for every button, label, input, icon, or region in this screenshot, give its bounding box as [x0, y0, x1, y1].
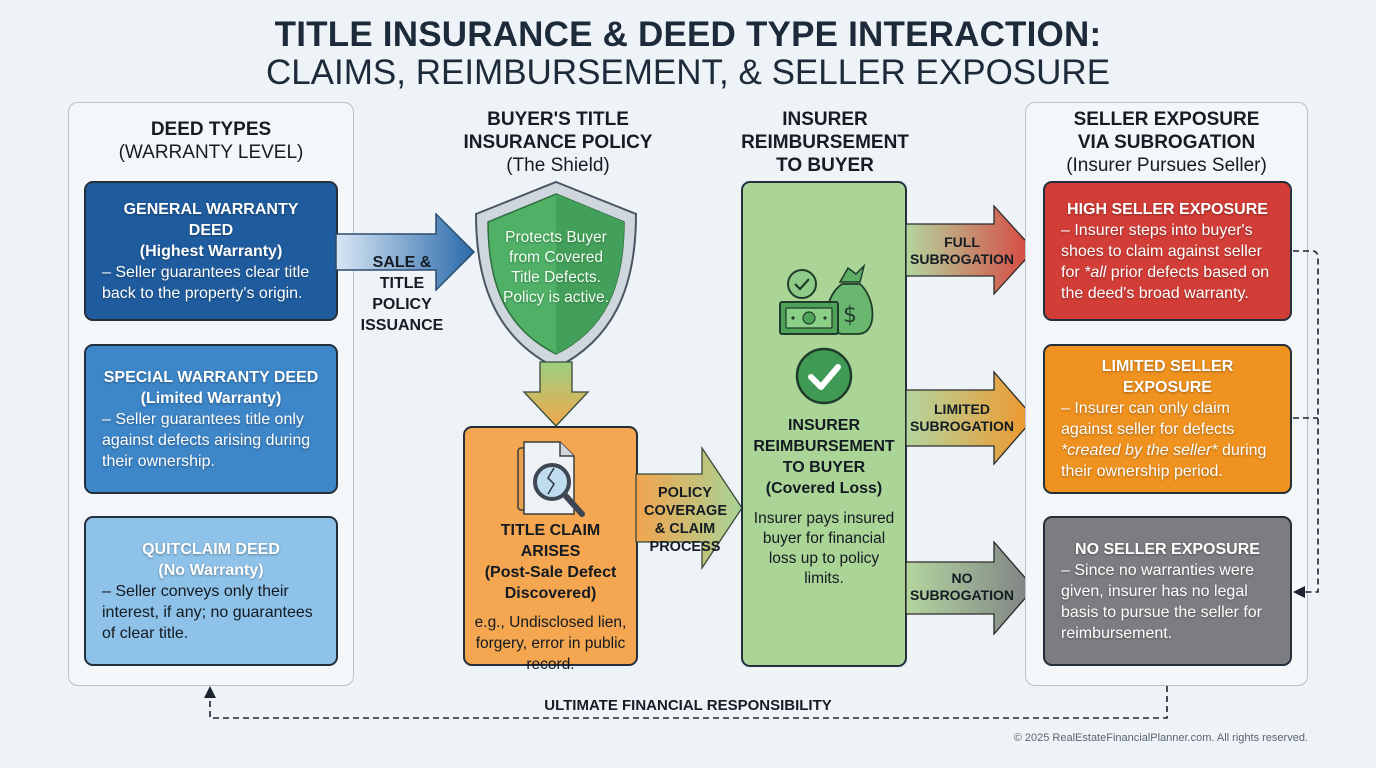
big-check-icon — [795, 347, 853, 405]
special-warranty-card[interactable]: SPECIAL WARRANTY DEED (Limited Warranty)… — [84, 344, 338, 494]
seller-subheading: (Insurer Pursues Seller) — [1066, 155, 1267, 176]
full-subrogation-arrow — [905, 204, 1035, 296]
deed-types-title: DEED TYPES — [150, 119, 272, 140]
down-arrow — [522, 361, 590, 427]
right-dashed-bracket — [1293, 250, 1319, 593]
money-icons: $ — [779, 263, 874, 405]
card-subtitle: (Limited Warranty) — [140, 389, 282, 407]
card-title: SPECIAL WARRANTY DEED — [103, 368, 319, 386]
no-subrogation-label: NO SUBROGATION — [910, 570, 1014, 603]
card-title: LIMITED SELLER EXPOSURE — [1101, 358, 1234, 396]
shield-icon — [474, 180, 638, 370]
subrogation-arrows — [905, 204, 1035, 636]
card-title: NO SELLER EXPOSURE — [1075, 540, 1260, 558]
document-magnifier-icon — [517, 441, 585, 517]
title-line-1: TITLE INSURANCE & DEED TYPE INTERACTION: — [274, 15, 1102, 54]
policy-coverage-arrow — [635, 445, 743, 571]
quitclaim-card[interactable]: QUITCLAIM DEED (No Warranty) – Seller co… — [84, 516, 338, 666]
card-title: QUITCLAIM DEED — [142, 540, 280, 558]
desc-text: during their ownership period. — [1061, 442, 1267, 480]
policy-heading-line1: BUYER'S TITLE — [487, 109, 629, 130]
no-subrogation-arrow — [905, 540, 1035, 636]
policy-subheading: (The Shield) — [506, 155, 610, 176]
reimbursement-description: Insurer pays insured buyer for financial… — [753, 510, 895, 587]
reimbursement-card-title: INSURER REIMBURSEMENT TO BUYER — [753, 417, 895, 476]
claim-title: TITLE CLAIM ARISES — [500, 522, 601, 560]
desc-text: – Since no warranties were given, insure… — [1061, 561, 1262, 642]
title-line-2: CLAIMS, REIMBURSEMENT, & SELLER EXPOSURE — [265, 53, 1111, 92]
policy-heading: BUYER'S TITLE INSURANCE POLICY (The Shie… — [440, 108, 676, 177]
seller-heading-line1: SELLER EXPOSURE — [1073, 109, 1260, 130]
seller-exposure-heading: SELLER EXPOSURE VIA SUBROGATION (Insurer… — [1025, 108, 1308, 177]
limited-subrogation-label: LIMITED SUBROGATION — [910, 401, 1014, 434]
card-title: GENERAL WARRANTY DEED — [123, 200, 299, 239]
down-arrow-shape — [522, 361, 590, 427]
sale-arrow-shape — [335, 212, 476, 292]
desc-emphasis: *all — [1084, 263, 1107, 281]
cash-bill-icon — [779, 301, 839, 335]
full-subrogation-label: FULL SUBROGATION — [910, 234, 1014, 267]
desc-text: – Insurer can only claim against seller … — [1061, 400, 1235, 438]
card-title: HIGH SELLER EXPOSURE — [1067, 200, 1268, 218]
card-description: – Seller guarantees title only against d… — [102, 410, 311, 470]
sale-arrow — [335, 212, 476, 292]
deed-types-subtitle: (WARRANTY LEVEL) — [118, 142, 304, 163]
claim-subtitle: (Post-Sale Defect Discovered) — [484, 564, 617, 602]
card-subtitle: (No Warranty) — [158, 561, 264, 579]
desc-text: prior defects based on the deed's broad … — [1061, 263, 1270, 302]
arrowhead-right — [1293, 586, 1305, 598]
card-description: – Seller guarantees clear title back to … — [102, 263, 310, 302]
copyright-footer: © 2025 RealEstateFinancialPlanner.com. A… — [1013, 732, 1308, 744]
deed-types-heading: DEED TYPES (WARRANTY LEVEL) — [68, 118, 354, 164]
desc-text: – Insurer steps into buyer's shoes to cl… — [1061, 221, 1262, 281]
reimbursement-heading: INSURER REIMBURSEMENT TO BUYER — [741, 109, 909, 176]
limited-exposure-card[interactable]: LIMITED SELLER EXPOSURE – Insurer can on… — [1043, 344, 1292, 494]
shield-text: Protects Buyer from Covered Title Defect… — [503, 229, 609, 306]
reimbursement-card[interactable]: INSURER REIMBURSEMENT TO BUYER (Covered … — [741, 181, 907, 667]
reimbursement-card-subtitle: (Covered Loss) — [765, 480, 883, 497]
general-warranty-card[interactable]: GENERAL WARRANTY DEED (Highest Warranty)… — [84, 181, 338, 321]
bottom-dashed-loop — [209, 686, 1168, 719]
desc-emphasis: *created by the seller* — [1061, 442, 1218, 459]
card-description: – Seller conveys only their interest, if… — [102, 582, 313, 642]
ultimate-responsibility-label: ULTIMATE FINANCIAL RESPONSIBILITY — [544, 697, 832, 714]
check-circle-icon — [787, 269, 817, 299]
policy-coverage-arrow-shape — [635, 445, 743, 571]
policy-coverage-label: POLICY COVERAGE & CLAIM PROCESS — [644, 485, 727, 555]
page-title: TITLE INSURANCE & DEED TYPE INTERACTION:… — [0, 16, 1376, 92]
claim-description: e.g., Undisclosed lien, forgery, error i… — [474, 614, 627, 673]
card-subtitle: (Highest Warranty) — [139, 242, 283, 260]
seller-heading-line2: VIA SUBROGATION — [1077, 132, 1256, 153]
arrowhead-up — [204, 686, 216, 698]
high-exposure-card[interactable]: HIGH SELLER EXPOSURE – Insurer steps int… — [1043, 181, 1292, 321]
limited-subrogation-arrow — [905, 370, 1035, 466]
svg-text:$: $ — [843, 303, 857, 328]
sale-arrow-label: SALE & TITLE POLICY ISSUANCE — [360, 254, 444, 334]
no-exposure-card[interactable]: NO SELLER EXPOSURE – Since no warranties… — [1043, 516, 1292, 666]
policy-heading-line2: INSURANCE POLICY — [463, 132, 653, 153]
